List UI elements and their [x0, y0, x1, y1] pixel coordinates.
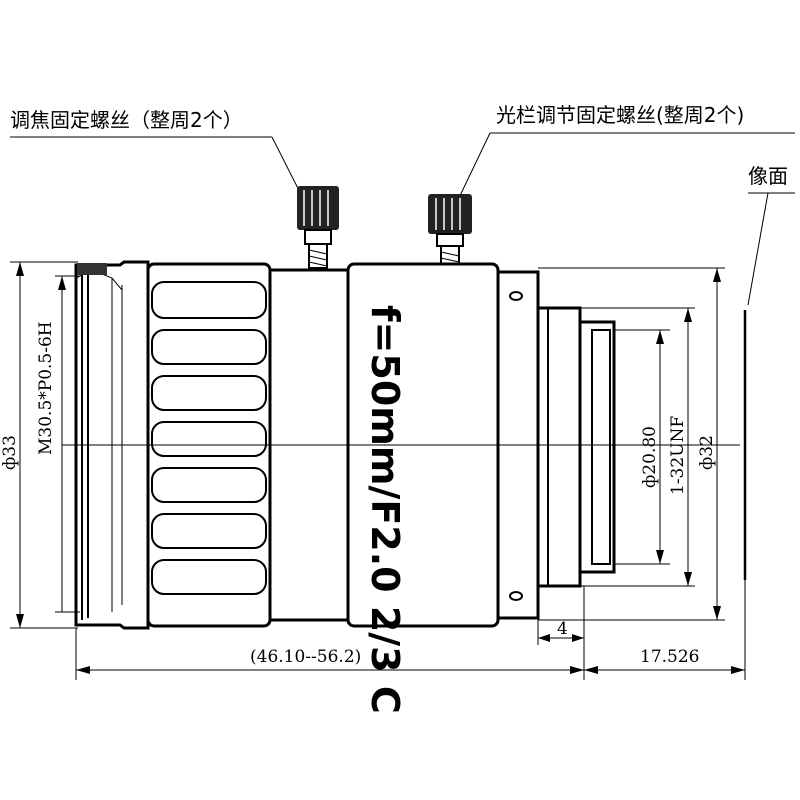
image-plane-label: 像面: [748, 164, 788, 188]
rear-diameter-dimension: ф32: [538, 267, 725, 621]
svg-text:ф32: ф32: [697, 435, 717, 470]
svg-text:ф20.80: ф20.80: [640, 426, 660, 488]
iris-screw: [428, 194, 472, 265]
filter-thread-dimension: M30.5*P0.5-6H: [36, 275, 80, 613]
iris-screw-label: 光栏调节固定螺丝(整周2个): [496, 103, 744, 127]
mount-diameter-dimension: ф20.80: [626, 329, 670, 565]
svg-text:1-32UNF: 1-32UNF: [668, 416, 688, 495]
focus-screw: [297, 186, 339, 269]
svg-text:ф33: ф33: [0, 435, 20, 470]
svg-text:M30.5*P0.5-6H: M30.5*P0.5-6H: [36, 321, 56, 455]
back-focal-dimension: 17.526: [584, 580, 746, 680]
flange-step-dimension: 4: [537, 618, 584, 645]
mount-thread-dimension: 1-32UNF: [580, 307, 695, 587]
svg-text:17.526: 17.526: [640, 647, 699, 667]
front-diameter-dimension: ф33: [0, 261, 78, 629]
focus-ring-knurling: [151, 281, 267, 595]
svg-text:(46.10--56.2): (46.10--56.2): [250, 647, 361, 667]
focus-screw-label: 调焦固定螺丝（整周2个）: [10, 108, 243, 132]
svg-text:4: 4: [557, 619, 568, 639]
length-dimension: (46.10--56.2): [75, 586, 585, 680]
lens-engraving: f=50mm/F2.0 2/3 C: [363, 305, 407, 714]
